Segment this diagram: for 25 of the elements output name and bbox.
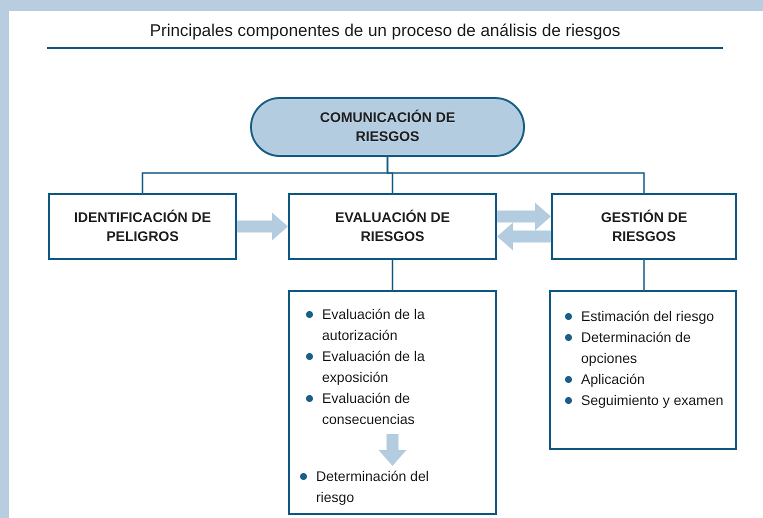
bullet-item: Determinación de opciones bbox=[563, 327, 727, 369]
bullet-item: Estimación del riesgo bbox=[563, 306, 727, 327]
process-box bbox=[48, 193, 237, 260]
box-heading: GESTIÓN DE RIESGOS bbox=[600, 208, 688, 246]
box-heading: COMUNICACIÓN DE RIESGOS bbox=[318, 108, 456, 146]
box-heading: EVALUACIÓN DE RIESGOS bbox=[334, 208, 451, 246]
bullet-item: Evaluación de consecuencias bbox=[304, 388, 489, 430]
block-arrow bbox=[237, 212, 288, 240]
connector-line bbox=[643, 260, 645, 290]
box-heading: IDENTIFICACIÓN DE PELIGROS bbox=[73, 208, 212, 246]
connector-line bbox=[386, 157, 645, 193]
bullet-item: Evaluación de la exposición bbox=[304, 346, 489, 388]
bullet-item: Seguimiento y examen bbox=[563, 390, 727, 411]
frame-box bbox=[288, 290, 497, 515]
block-arrow bbox=[497, 222, 551, 250]
connector-line bbox=[392, 260, 394, 290]
bullet-item: Aplicación bbox=[563, 369, 727, 390]
process-box bbox=[288, 193, 497, 260]
block-arrow bbox=[378, 434, 406, 466]
block-arrow bbox=[497, 202, 551, 230]
diagram-title: Principales componentes de un proceso de análisis de riesgos bbox=[148, 21, 622, 41]
list-box bbox=[549, 290, 737, 450]
bullet-item: Determinación del riesgo bbox=[298, 466, 433, 508]
process-box bbox=[551, 193, 737, 260]
bullet-item: Evaluación de la autorización bbox=[304, 304, 489, 346]
